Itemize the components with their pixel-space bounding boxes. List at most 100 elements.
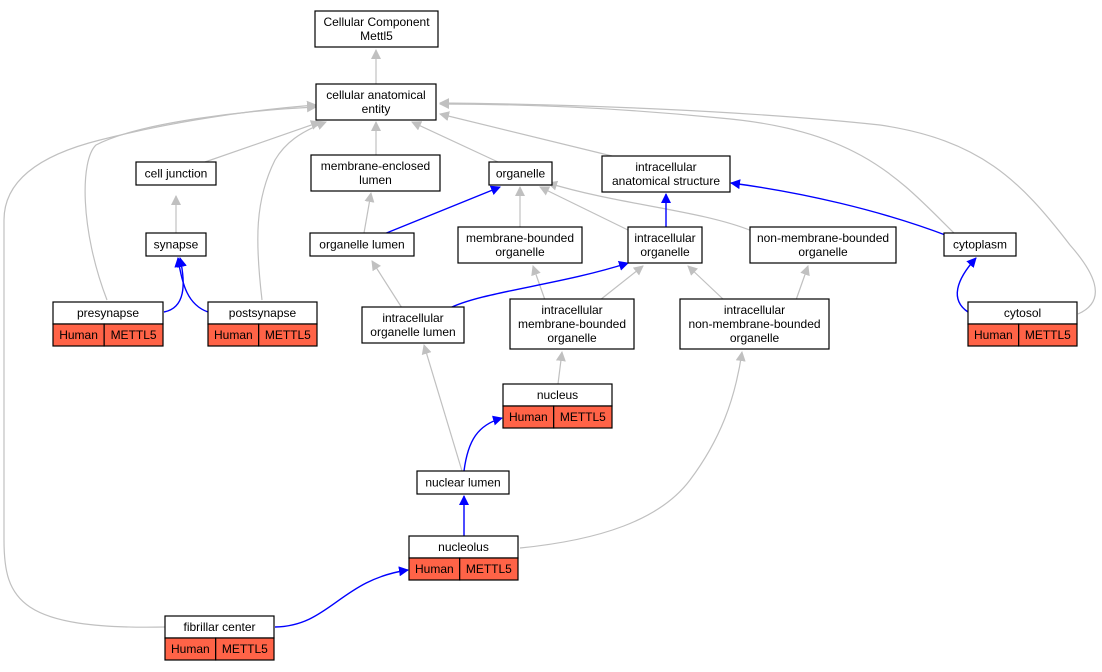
annotation-gene-label: METTL5 xyxy=(1025,328,1071,342)
edge-celljunction-cae xyxy=(204,120,321,163)
node-label: cytosol xyxy=(1004,306,1041,320)
edges xyxy=(3,49,1096,628)
node-box xyxy=(309,232,415,257)
edge-nucleolus-inmbo xyxy=(519,351,746,549)
node-box xyxy=(627,226,703,264)
node-label: organelle lumen xyxy=(370,325,455,339)
node-box xyxy=(310,154,441,192)
annotation-gene-cell[interactable] xyxy=(553,405,613,429)
node-label: nuclear lumen xyxy=(425,476,500,490)
edge-nucleus-imbo xyxy=(555,351,566,385)
node-label: lumen xyxy=(359,173,392,187)
node-label: intracellular xyxy=(635,160,696,174)
edge-inmbo-nmbo xyxy=(795,265,810,301)
node-label: synapse xyxy=(154,238,199,252)
annotation-species-label: Human xyxy=(171,642,210,656)
node-label: membrane-enclosed xyxy=(321,159,430,173)
node-label: postsynapse xyxy=(229,306,297,320)
annotation-gene-cell[interactable] xyxy=(459,557,519,581)
node-box xyxy=(416,470,510,495)
node-box xyxy=(361,306,465,344)
node-label: cytoplasm xyxy=(953,238,1007,252)
node-label: cell junction xyxy=(145,167,208,181)
edge-nuclearlumen-iol xyxy=(421,344,463,472)
node-box xyxy=(749,226,897,264)
annotation-gene-cell[interactable] xyxy=(103,323,164,347)
node-inmbo[interactable]: intracellularnon-membrane-boundedorganel… xyxy=(679,298,830,350)
node-label: membrane-bounded xyxy=(518,317,626,331)
node-organelle-lumen[interactable]: organelle lumen xyxy=(309,232,415,257)
edge-io-organelle xyxy=(539,186,631,232)
node-box xyxy=(601,155,731,193)
edge-imbo-io xyxy=(599,265,644,301)
annotation-gene-label: METTL5 xyxy=(560,410,606,424)
annotation-gene-cell[interactable] xyxy=(1018,323,1078,347)
node-box xyxy=(135,161,217,186)
node-label: intracellular xyxy=(724,303,785,317)
node-label: fibrillar center xyxy=(183,620,255,634)
node-nuclear-lumen[interactable]: nuclear lumen xyxy=(416,470,510,495)
node-label: membrane-bounded xyxy=(466,231,574,245)
node-box xyxy=(488,161,553,186)
edge-ias-cae xyxy=(439,111,613,157)
node-cytoplasm[interactable]: cytoplasm xyxy=(943,232,1017,257)
node-label: intracellular xyxy=(382,311,443,325)
edge-nmbo-organelle xyxy=(547,180,753,232)
node-label: nucleolus xyxy=(438,540,489,554)
edge-presynapse-synapse xyxy=(163,257,187,313)
edge-organellelumen-organelle xyxy=(383,185,501,235)
annotation-gene-label: METTL5 xyxy=(466,562,512,576)
edge-iol-io xyxy=(447,261,629,310)
edge-organellelumen-mel xyxy=(363,192,375,234)
node-label: organelle xyxy=(798,245,848,259)
node-label: Mettl5 xyxy=(360,29,393,43)
edge-postsynapse-cae xyxy=(257,120,327,301)
node-box xyxy=(509,298,635,350)
node-box xyxy=(315,83,437,121)
edge-iol-organellelumen xyxy=(371,260,403,309)
node-label: non-membrane-bounded xyxy=(688,317,820,331)
edge-inmbo-io xyxy=(687,265,725,301)
node-box xyxy=(145,232,207,257)
node-label: organelle xyxy=(495,245,545,259)
node-label: organelle xyxy=(496,167,546,181)
edge-fibrillar-cae xyxy=(3,100,317,628)
node-box xyxy=(943,232,1017,257)
node-cell-junction[interactable]: cell junction xyxy=(135,161,217,186)
node-label: Cellular Component xyxy=(323,15,430,29)
node-label: nucleus xyxy=(537,388,578,402)
annotation-species-label: Human xyxy=(974,328,1013,342)
edge-organelle-cae xyxy=(411,121,499,163)
annotation-gene-cell[interactable] xyxy=(215,637,275,661)
edge-cytosol-cae xyxy=(439,98,1096,315)
node-box xyxy=(679,298,830,350)
node-synapse[interactable]: synapse xyxy=(145,232,207,257)
node-label: entity xyxy=(362,102,391,116)
node-box xyxy=(314,10,439,48)
annotation-species-label: Human xyxy=(509,410,548,424)
annotation-gene-label: METTL5 xyxy=(222,642,268,656)
node-label: organelle xyxy=(547,331,597,345)
node-label: non-membrane-bounded xyxy=(757,231,889,245)
node-label: cellular anatomical xyxy=(326,88,425,102)
node-label: organelle lumen xyxy=(319,238,404,252)
node-organelle[interactable]: organelle xyxy=(488,161,553,186)
annotation-gene-cell[interactable] xyxy=(258,323,318,347)
